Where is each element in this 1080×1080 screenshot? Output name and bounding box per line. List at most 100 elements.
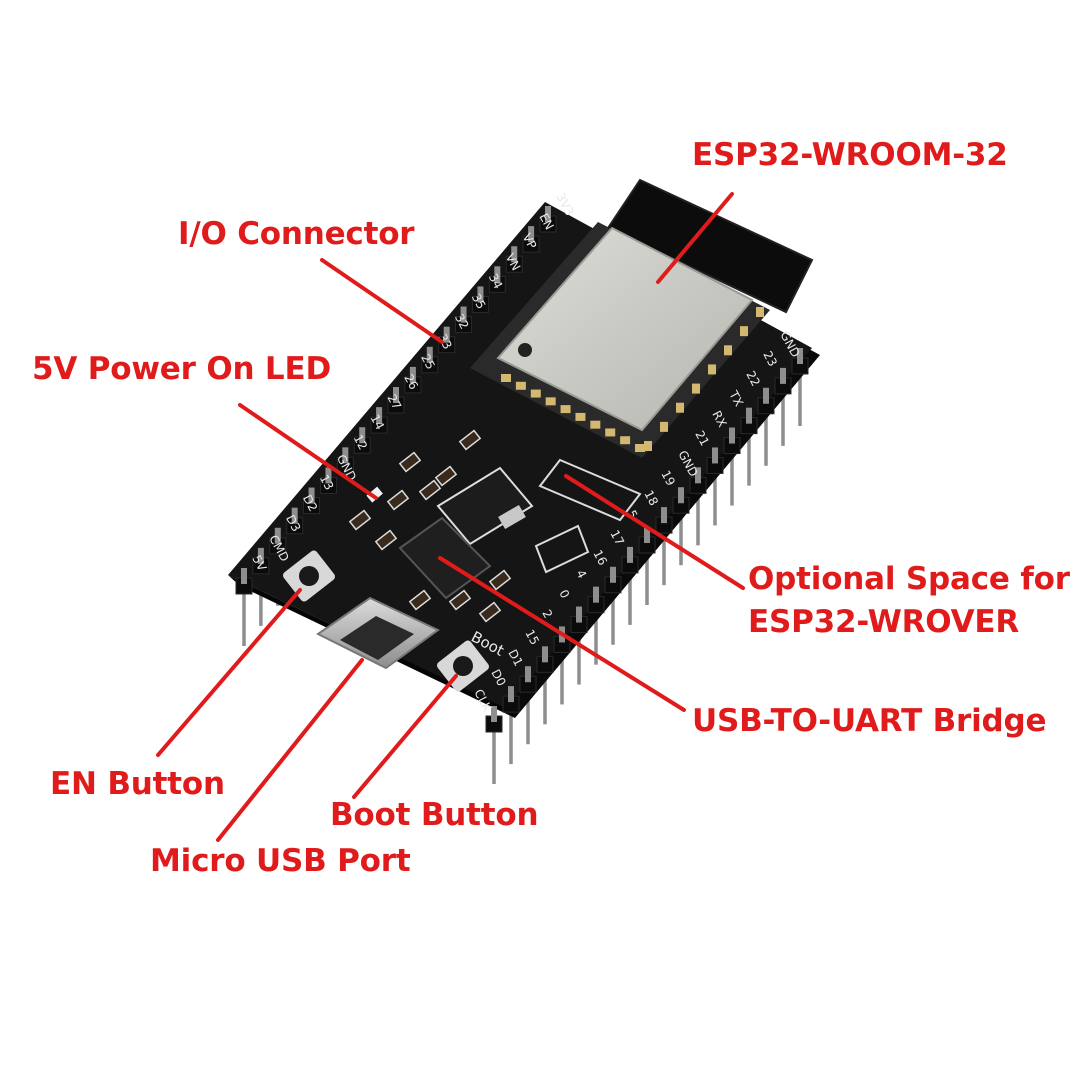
module-pad [676,402,684,413]
header-pin [491,706,497,722]
module-pad [515,381,526,390]
pin-label: 14 [368,412,388,432]
header-pin [593,586,599,603]
pin-label: 12 [351,432,371,452]
header-pin [644,527,650,543]
module-pad [692,383,700,394]
module-pad [590,420,601,429]
header-pin [257,547,264,564]
pin-label: 25 [418,352,438,372]
pin-label: 18 [641,488,661,508]
header-pin [678,487,684,504]
callout-optional-space-line2: ESP32-WROVER [748,604,1020,640]
header-pin [576,606,582,623]
module-castellated-pads [501,307,764,452]
header-pin [409,366,416,383]
left-pin-header [235,206,557,595]
header-pin [528,226,535,243]
header-pin [274,527,281,544]
pin-label: 26 [401,372,421,392]
header-pin [376,407,383,424]
module-pad [708,364,716,375]
pin-label: 15 [522,627,542,647]
header-pin [661,507,667,524]
pin-label: 19 [658,468,678,488]
callout-usb-uart: USB-TO-UART Bridge [692,703,1047,739]
smd-components [348,429,512,623]
voltage-regulator [436,466,534,546]
leader-io-connector [320,258,444,344]
smd-part [418,479,442,501]
usb-uart-chip [398,516,492,600]
callout-optional-space-line1: Optional Space for [748,561,1070,597]
header-pin [712,447,718,464]
pin-label: 13 [317,472,337,492]
header-pin [542,646,548,663]
pin-label: 5V [249,553,269,574]
callout-boot-button: Boot Button [330,797,539,833]
header-pin [545,206,551,222]
pin-label: 34 [486,271,506,291]
pin-label: 35 [469,291,489,311]
pin-label: 16 [590,548,610,568]
header-pin [763,387,769,404]
smd-part [386,489,410,511]
header-pin [393,387,399,403]
module-pad [740,326,748,337]
leader-usb-uart [438,556,686,712]
callout-en-button: EN Button [50,766,225,802]
pin-label: D3 [283,513,303,534]
leader-boot-button [352,674,458,799]
module-pad [756,307,764,317]
header-pin [525,666,531,683]
callout-power-led: 5V Power On LED [32,351,331,387]
pin-label: RX [709,408,729,429]
leader-esp32-wroom [656,192,734,284]
header-pin [291,507,298,524]
micro-usb-port[interactable] [316,596,440,670]
smd-part [374,529,398,551]
smd-part [348,509,372,531]
pin-label: 21 [692,428,712,448]
header-pin [780,367,786,384]
en-button[interactable] [281,549,336,603]
module-pad [660,421,668,432]
header-pin [359,427,366,444]
leader-power-led [238,403,378,500]
module-pad [545,397,556,406]
module-pad [620,436,631,445]
module-pad [560,405,571,414]
header-pin [494,266,501,283]
boot-button[interactable] [435,639,490,693]
module-shield [496,226,754,432]
module-pad [501,374,511,382]
callout-esp32-wroom: ESP32-WROOM-32 [692,137,1008,173]
header-pin [241,568,247,584]
pin-label: EN [536,211,556,232]
header-pin [746,407,752,424]
module-pad [530,389,541,398]
wrover-footprint [534,458,642,574]
smd-part [408,589,432,611]
header-pin [797,348,803,364]
header-pin [511,246,518,263]
smd-part [448,589,472,611]
smd-part [488,569,512,591]
pin-label: D0 [488,667,508,688]
module-pad [605,428,616,437]
leader-micro-usb [216,658,364,842]
header-pin [426,346,433,363]
header-pin [610,566,616,583]
power-led [366,486,383,503]
smd-part [478,601,502,623]
module-pad [575,412,586,421]
pin-label: 17 [607,528,627,548]
leader-optional-space [564,474,745,590]
header-pin [508,686,514,703]
smd-part [434,465,458,487]
header-pin [695,467,701,484]
esp32-wroom-module [470,222,770,458]
module-pad [724,345,732,356]
